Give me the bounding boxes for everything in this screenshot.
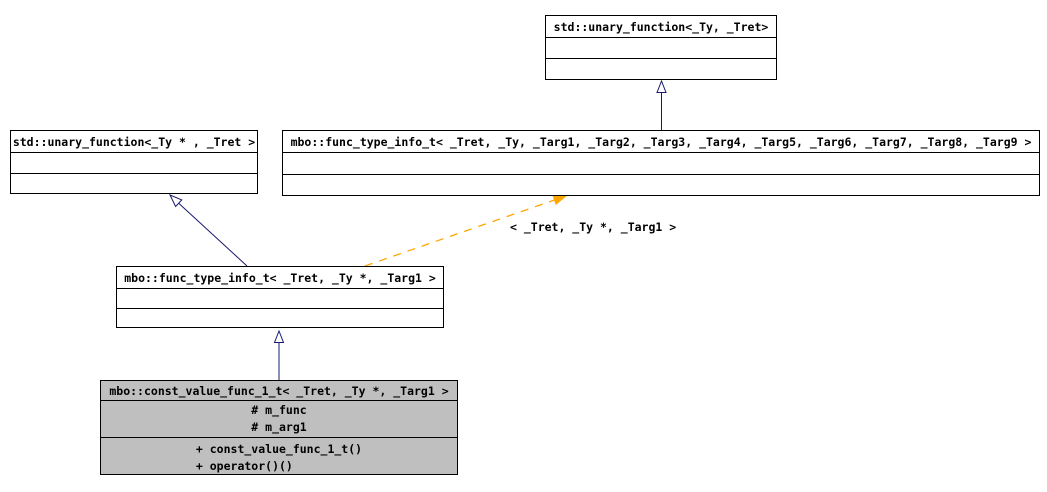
class-box-std-unary-function-ptr[interactable]: std::unary_function<_Ty * , _Tret > [10,130,258,194]
class-box-mbo-func-type-info-t-specialized[interactable]: mbo::func_type_info_t< _Tret, _Ty *, _Ta… [116,266,444,328]
inheritance-arrow-middle-to-left [168,194,248,267]
class-title: std::unary_function<_Ty, _Tret> [546,16,776,38]
attribute-m-arg1: # m_arg1 [251,420,307,434]
method-constructor: + const_value_func_1_t() [195,442,363,456]
class-box-mbo-func-type-info-t-general[interactable]: mbo::func_type_info_t< _Tret, _Ty, _Targ… [282,130,1040,196]
attributes-compartment: # m_func # m_arg1 [101,401,457,438]
methods-compartment [117,309,443,328]
methods-compartment [546,59,776,79]
methods-compartment [283,175,1039,196]
method-operator-call: + operator()() [195,459,293,473]
class-title: mbo::const_value_func_1_t< _Tret, _Ty *,… [101,381,457,401]
template-args-edge-label: < _Tret, _Ty *, _Targ1 > [510,220,677,234]
inheritance-arrow-wide-to-top [656,79,667,130]
methods-compartment [11,174,257,194]
class-box-std-unary-function[interactable]: std::unary_function<_Ty, _Tret> [545,15,777,80]
attribute-m-func: # m_func [251,403,307,417]
attributes-compartment [117,289,443,309]
inheritance-arrow-bottom-to-middle [273,329,285,380]
attributes-compartment [11,153,257,174]
class-title: std::unary_function<_Ty * , _Tret > [11,131,257,153]
class-box-mbo-const-value-func-1-t[interactable]: mbo::const_value_func_1_t< _Tret, _Ty *,… [100,380,458,475]
class-title: mbo::func_type_info_t< _Tret, _Ty *, _Ta… [117,267,443,289]
attributes-compartment [546,38,776,59]
class-title: mbo::func_type_info_t< _Tret, _Ty, _Targ… [283,131,1039,153]
attributes-compartment [283,153,1039,175]
methods-compartment: + const_value_func_1_t() + operator()() [101,438,457,475]
